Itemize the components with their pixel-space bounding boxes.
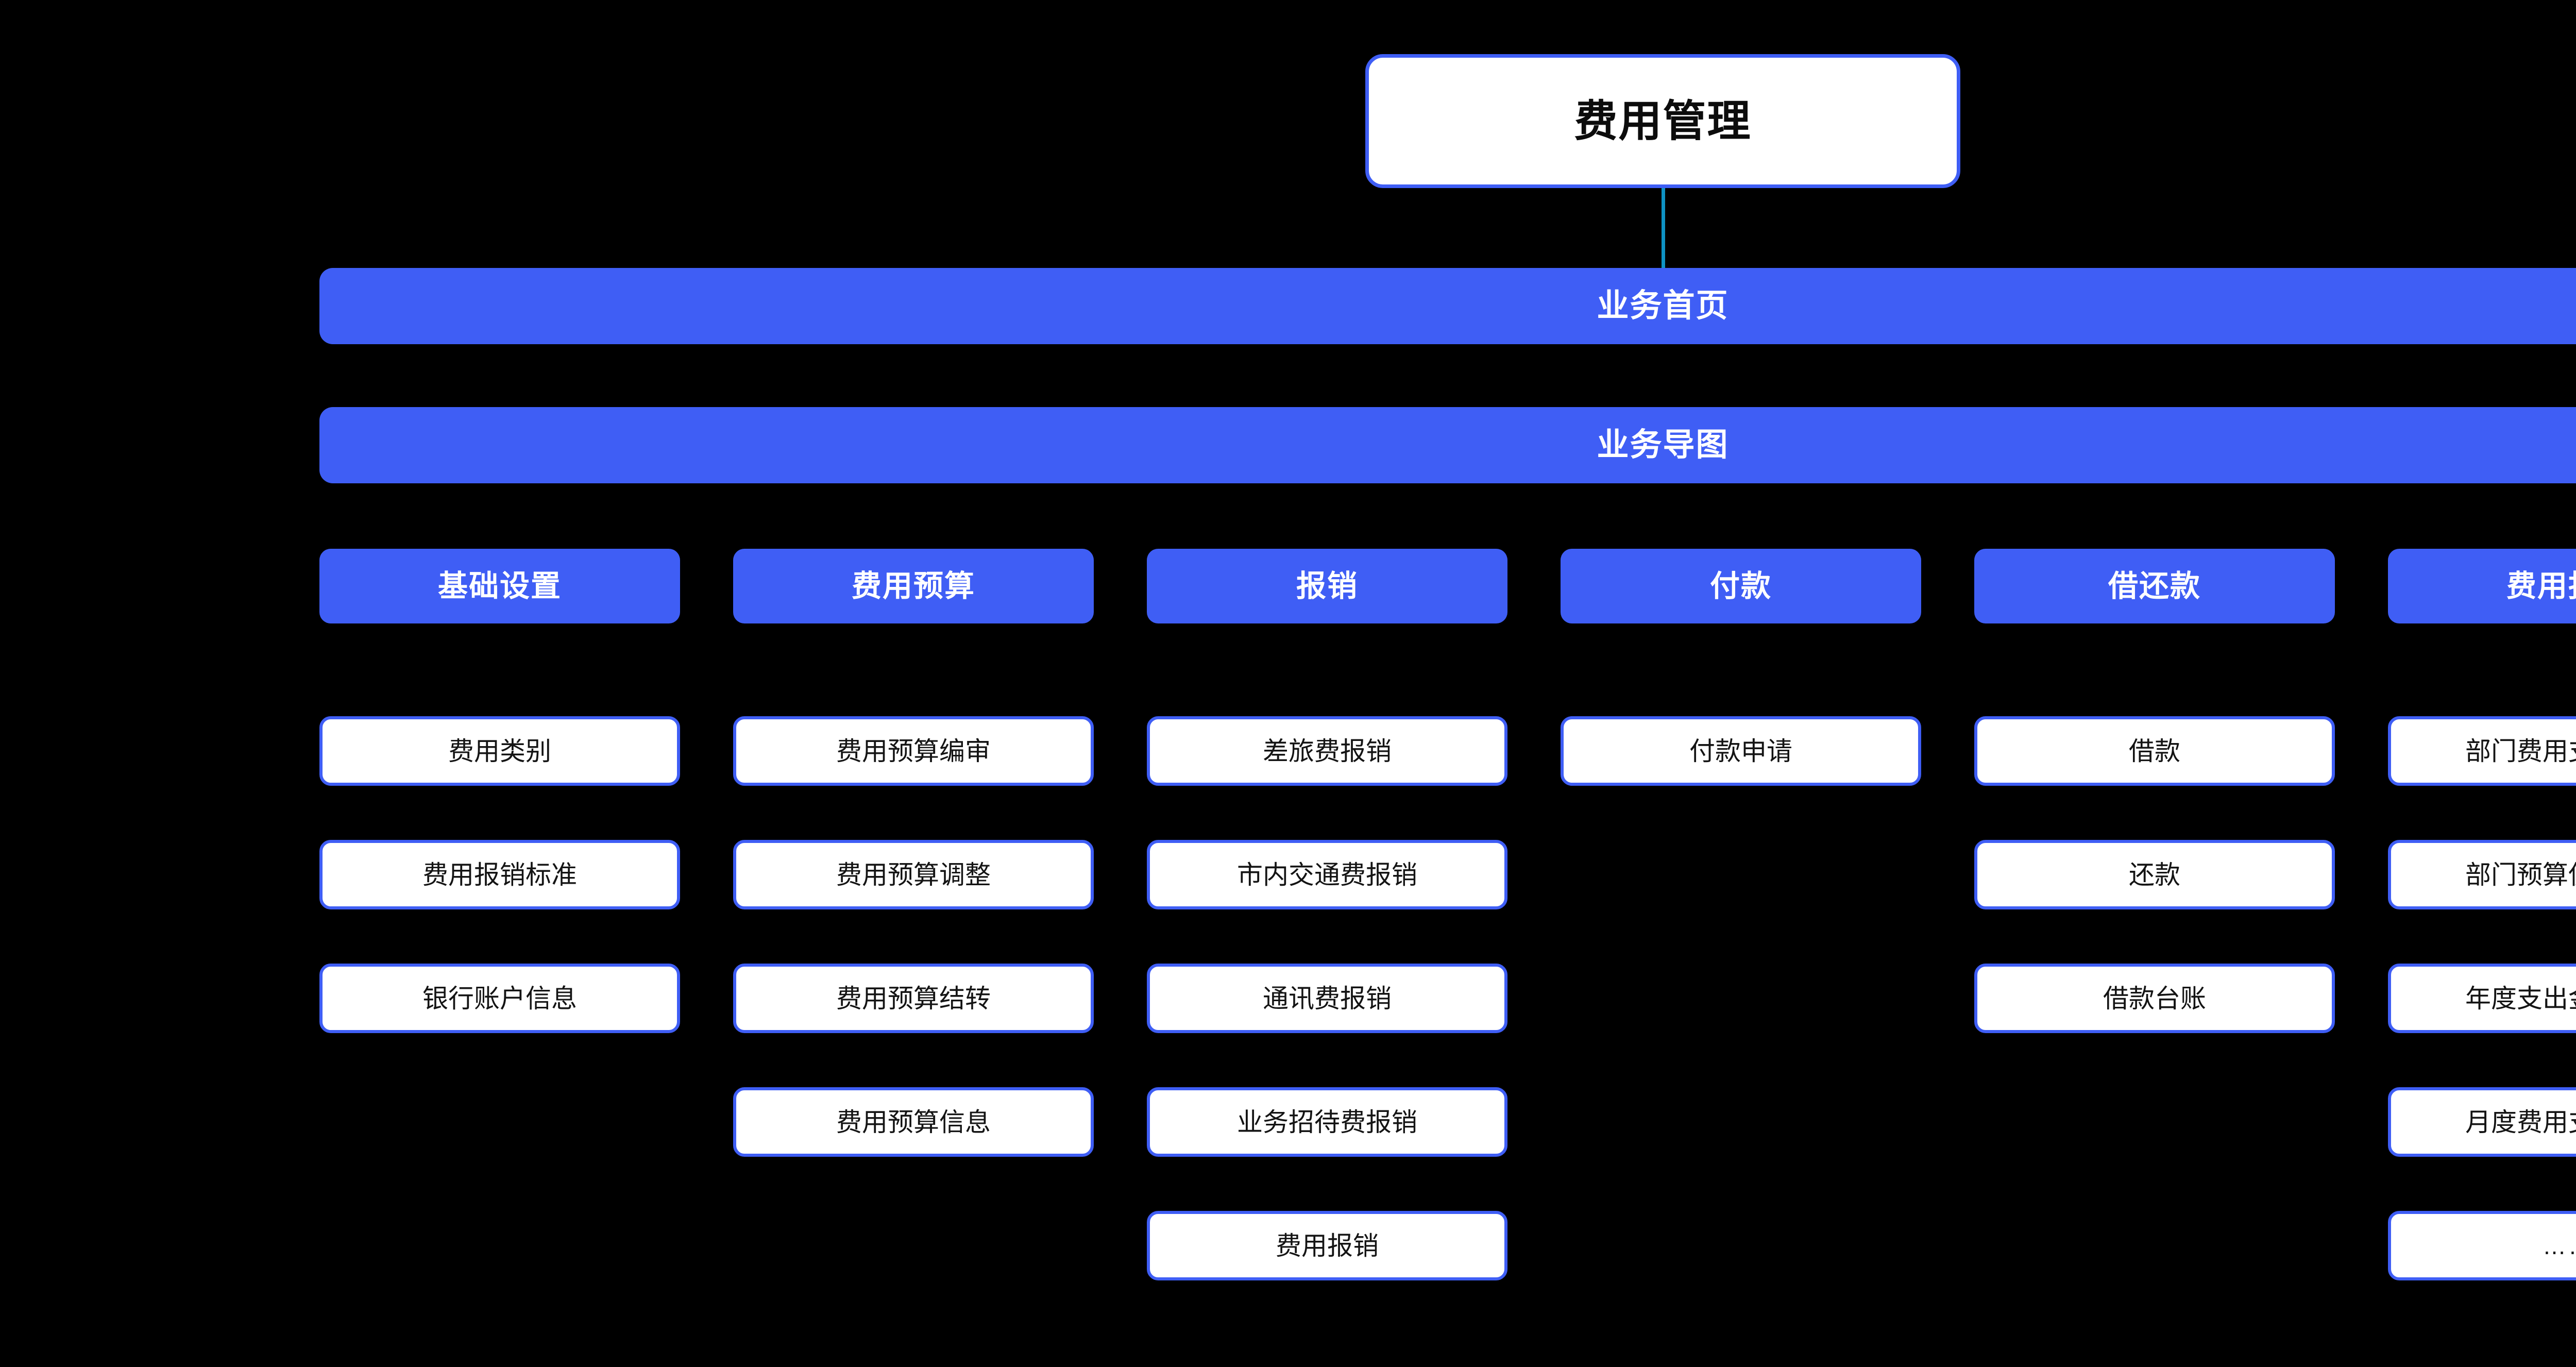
column-basic-settings: 基础设置 费用类别 费用报销标准 银行账户信息 bbox=[319, 549, 680, 1280]
list-item[interactable]: 业务招待费报销 bbox=[1147, 1087, 1507, 1157]
list-item-label: 费用报销 bbox=[1276, 1231, 1379, 1260]
list-item-label: 市内交通费报销 bbox=[1237, 860, 1417, 889]
list-item-label: …… bbox=[2543, 1232, 2576, 1259]
list-item[interactable]: 还款 bbox=[1974, 840, 2335, 909]
column-item-list: 差旅费报销 市内交通费报销 通讯费报销 业务招待费报销 费用报销 bbox=[1147, 716, 1507, 1280]
list-item-label: 月度费用支出对比 bbox=[2465, 1107, 2576, 1137]
nav-bar-map-label: 业务导图 bbox=[1597, 427, 1729, 463]
column-header-expense-reports[interactable]: 费用报表 bbox=[2388, 549, 2576, 623]
column-header-loan-repayment[interactable]: 借还款 bbox=[1974, 549, 2335, 623]
list-item[interactable]: 差旅费报销 bbox=[1147, 716, 1507, 786]
list-item-label: 借款 bbox=[2129, 736, 2180, 766]
root-node-label: 费用管理 bbox=[1574, 97, 1752, 145]
list-item[interactable]: 费用报销标准 bbox=[319, 840, 680, 909]
column-item-list: 费用类别 费用报销标准 银行账户信息 bbox=[319, 716, 680, 1033]
list-item[interactable]: 费用预算结转 bbox=[733, 964, 1094, 1033]
list-item[interactable]: 借款台账 bbox=[1974, 964, 2335, 1033]
list-item-label: 费用预算信息 bbox=[836, 1107, 991, 1137]
list-item-label: 还款 bbox=[2129, 860, 2180, 889]
list-item-label: 差旅费报销 bbox=[1263, 736, 1392, 766]
list-item[interactable]: 费用预算编审 bbox=[733, 716, 1094, 786]
list-item-label: 费用预算编审 bbox=[836, 736, 991, 766]
column-header-label: 报销 bbox=[1296, 569, 1358, 603]
column-header-basic-settings[interactable]: 基础设置 bbox=[319, 549, 680, 623]
list-item[interactable]: 月度费用支出对比 bbox=[2388, 1087, 2576, 1157]
list-item-label: 通讯费报销 bbox=[1263, 984, 1392, 1013]
list-item-label: 业务招待费报销 bbox=[1237, 1107, 1417, 1137]
list-item-label: 费用预算结转 bbox=[836, 984, 991, 1013]
list-item[interactable]: 费用报销 bbox=[1147, 1211, 1507, 1280]
root-node-expense-management[interactable]: 费用管理 bbox=[1365, 54, 1960, 188]
list-item[interactable]: 通讯费报销 bbox=[1147, 964, 1507, 1033]
list-item[interactable]: 银行账户信息 bbox=[319, 964, 680, 1033]
column-loan-repayment: 借还款 借款 还款 借款台账 bbox=[1974, 549, 2335, 1280]
column-header-payment[interactable]: 付款 bbox=[1561, 549, 1921, 623]
list-item[interactable]: 付款申请 bbox=[1561, 716, 1921, 786]
column-reimbursement: 报销 差旅费报销 市内交通费报销 通讯费报销 业务招待费报销 费用报销 bbox=[1147, 549, 1507, 1280]
list-item[interactable]: 年度支出金额统计 bbox=[2388, 964, 2576, 1033]
column-header-label: 付款 bbox=[1709, 569, 1772, 603]
column-item-list: 付款申请 bbox=[1561, 716, 1921, 786]
list-item[interactable]: 费用预算调整 bbox=[733, 840, 1094, 909]
list-item-label: 部门费用支出统计 bbox=[2465, 736, 2576, 766]
list-item[interactable]: 部门预算使用情况 bbox=[2388, 840, 2576, 909]
list-item[interactable]: 费用预算信息 bbox=[733, 1087, 1094, 1157]
column-payment: 付款 付款申请 bbox=[1561, 549, 1921, 1280]
nav-bar-home-label: 业务首页 bbox=[1597, 288, 1729, 324]
list-item-label: 费用类别 bbox=[448, 736, 551, 766]
list-item[interactable]: 部门费用支出统计 bbox=[2388, 716, 2576, 786]
column-header-label: 基础设置 bbox=[437, 569, 562, 603]
connector-line-vertical bbox=[1662, 188, 1665, 269]
list-item[interactable]: 市内交通费报销 bbox=[1147, 840, 1507, 909]
column-item-list: 借款 还款 借款台账 bbox=[1974, 716, 2335, 1033]
list-item-label: 年度支出金额统计 bbox=[2465, 984, 2576, 1013]
list-item-label: 付款申请 bbox=[1689, 736, 1792, 766]
list-item-label: 费用报销标准 bbox=[422, 860, 577, 889]
column-header-reimbursement[interactable]: 报销 bbox=[1147, 549, 1507, 623]
list-item-label: 部门预算使用情况 bbox=[2465, 860, 2576, 889]
column-header-label: 费用预算 bbox=[851, 569, 975, 603]
column-header-label: 借还款 bbox=[2108, 569, 2201, 603]
list-item-label: 银行账户信息 bbox=[422, 984, 577, 1013]
list-item-label: 费用预算调整 bbox=[836, 860, 991, 889]
column-expense-budget: 费用预算 费用预算编审 费用预算调整 费用预算结转 费用预算信息 bbox=[733, 549, 1094, 1280]
nav-bar-business-home[interactable]: 业务首页 bbox=[319, 268, 2576, 344]
nav-bar-business-map[interactable]: 业务导图 bbox=[319, 407, 2576, 483]
column-item-list: 费用预算编审 费用预算调整 费用预算结转 费用预算信息 bbox=[733, 716, 1094, 1157]
list-item[interactable]: 费用类别 bbox=[319, 716, 680, 786]
list-item-label: 借款台账 bbox=[2103, 984, 2206, 1013]
column-expense-reports: 费用报表 部门费用支出统计 部门预算使用情况 年度支出金额统计 月度费用支出对比… bbox=[2388, 549, 2576, 1280]
column-item-list: 部门费用支出统计 部门预算使用情况 年度支出金额统计 月度费用支出对比 …… bbox=[2388, 716, 2576, 1280]
category-columns: 基础设置 费用类别 费用报销标准 银行账户信息 费用预算 费用 bbox=[319, 549, 2576, 1280]
list-item-more[interactable]: …… bbox=[2388, 1211, 2576, 1280]
column-header-label: 费用报表 bbox=[2506, 569, 2576, 603]
list-item[interactable]: 借款 bbox=[1974, 716, 2335, 786]
column-header-expense-budget[interactable]: 费用预算 bbox=[733, 549, 1094, 623]
